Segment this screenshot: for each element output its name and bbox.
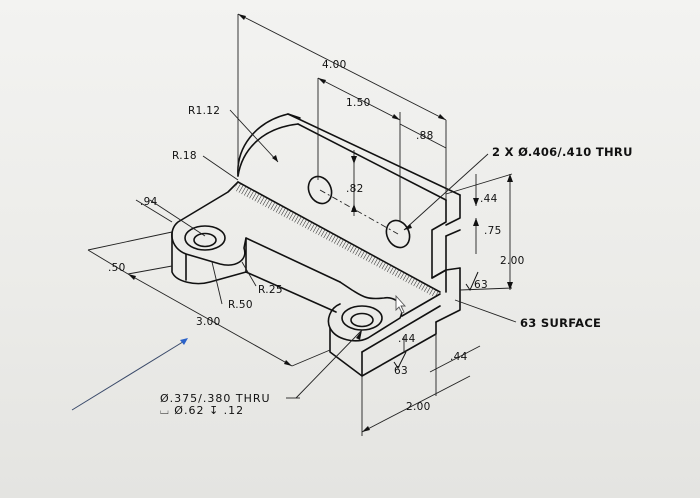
finish-mark-right-icon (465, 271, 479, 292)
dim-foot-height: .44 (398, 333, 416, 345)
dim-line-4-00 (237, 13, 447, 121)
leader-r25 (241, 261, 257, 287)
upright-right-side (445, 194, 461, 226)
dim-finish-bottom: 63 (394, 365, 408, 377)
dim-left-offset: .94 (140, 196, 158, 208)
leader-r112 (229, 109, 279, 163)
left-counterbore-inner (193, 232, 217, 248)
upright-right-lower (435, 267, 461, 323)
base-right-boss (327, 281, 403, 342)
centerline-holes (319, 189, 399, 235)
leader-thru-holes (403, 153, 489, 231)
dim-hole-spacing: 1.50 (346, 97, 371, 109)
dim-boss-radius: R.50 (228, 299, 253, 311)
mouse-pointer-icon (395, 294, 407, 314)
dim-base-length: 3.00 (196, 316, 221, 328)
dim-slot-depth: .75 (484, 225, 502, 237)
leader-r18 (202, 155, 239, 181)
note-thru-holes: 2 X Ø.406/.410 THRU (492, 145, 633, 159)
ext-line-bottom-right (291, 349, 331, 367)
dim-line-0-50 (87, 249, 129, 275)
finish-mark-bottom-icon (393, 351, 407, 369)
ext-line-right-bottom (459, 287, 513, 291)
ext-line-left-2 (87, 231, 173, 251)
upright-hole-2 (385, 219, 411, 249)
dim-height: 2.00 (500, 255, 525, 267)
leader-63-surface (454, 299, 517, 323)
dim-slot-top: .44 (480, 193, 498, 205)
blue-annotation-arrowhead (180, 338, 188, 345)
note-surface-finish: 63 SURFACE (520, 316, 602, 330)
dim-overall-length: 4.00 (322, 59, 347, 71)
dim-line-0-44-right (429, 345, 481, 373)
fillet-hatching (234, 182, 440, 298)
upright-top-edge-back (287, 113, 301, 119)
dim-finish-right: 63 (474, 279, 488, 291)
note-counterbore-line2: ⌴ Ø.62 ↧ .12 (160, 404, 245, 417)
ext-line-left-1 (149, 199, 206, 237)
base-right-side (329, 321, 437, 377)
upright-face-top (297, 123, 447, 201)
dim-foot-width: .44 (450, 351, 468, 363)
dim-line-3-00 (127, 273, 293, 367)
upright-right-end (431, 199, 447, 293)
note-counterbore-line1: Ø.375/.380 THRU (160, 392, 271, 405)
dim-left-edge: .50 (108, 262, 126, 274)
right-counterbore-inner (350, 312, 374, 328)
leader-counterbore (295, 329, 363, 399)
dim-fillet-radius: R.18 (172, 150, 197, 162)
dim-line-1-50 (317, 77, 401, 121)
dim-hole-offset: .82 (346, 183, 364, 195)
ext-line-right-top (445, 173, 513, 195)
dim-bottom-length: 2.00 (406, 401, 431, 413)
upright-hole-1 (307, 175, 333, 205)
dim-hole-edge: .88 (416, 130, 434, 142)
dim-top-radius: R1.12 (188, 105, 221, 117)
blue-annotation-line (71, 339, 187, 411)
base-boss-side (171, 231, 247, 285)
dim-line-0-94 (135, 199, 173, 223)
slot-profile (431, 235, 447, 279)
dim-line-0-88 (399, 123, 447, 149)
dim-line-2-00-bottom (361, 375, 471, 433)
base-left-boss (171, 181, 341, 283)
ext-line-left-3 (127, 265, 173, 275)
left-counterbore-outer (184, 225, 226, 251)
dim-inner-radius: R.25 (258, 284, 283, 296)
leader-r50 (211, 261, 223, 305)
upright-front-face (237, 123, 299, 177)
